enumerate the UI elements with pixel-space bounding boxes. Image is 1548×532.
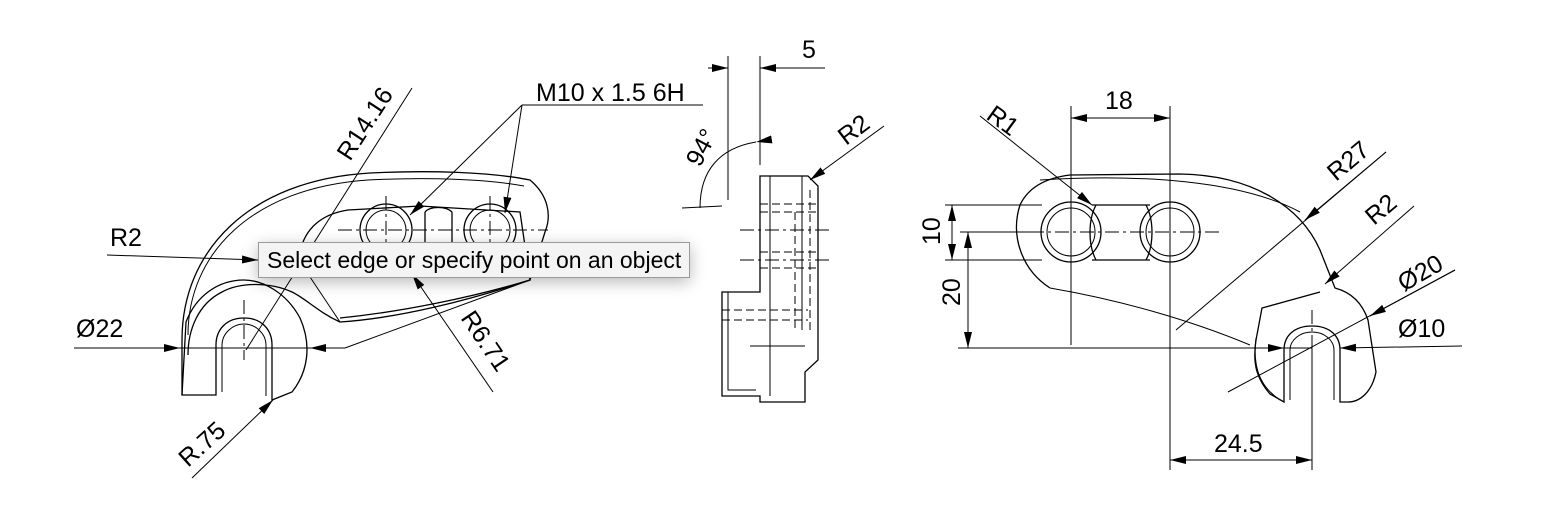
side-part-outline[interactable] — [721, 175, 819, 403]
label-r1: R1 — [981, 100, 1023, 141]
side-dimensions — [681, 64, 885, 209]
tooltip: Select edge or specify point on an objec… — [258, 242, 691, 278]
tooltip-text: Select edge or specify point on an objec… — [267, 247, 682, 273]
label-dim-18: 18 — [1105, 87, 1133, 115]
label-r075: R.75 — [173, 416, 231, 472]
label-angle-94: 94° — [681, 124, 723, 171]
left-dimensions — [74, 87, 703, 479]
label-d10: Ø10 — [1398, 315, 1445, 343]
label-r6-71: R6.71 — [455, 306, 516, 377]
left-slot[interactable] — [181, 279, 308, 401]
label-r2-side: R2 — [833, 109, 875, 151]
label-thread: M10 x 1.5 6H — [536, 79, 685, 107]
label-r2-right: R2 — [1360, 189, 1402, 231]
label-dim-20: 20 — [938, 278, 966, 306]
label-d20: Ø20 — [1393, 249, 1448, 297]
label-dim-10: 10 — [918, 217, 946, 245]
label-dim-24-5: 24.5 — [1214, 430, 1263, 458]
side-view[interactable] — [721, 56, 830, 403]
label-r2-left: R2 — [110, 224, 142, 252]
label-r27: R27 — [1322, 136, 1375, 187]
right-dimensions — [945, 106, 1463, 470]
label-dim-5: 5 — [802, 36, 816, 64]
right-view[interactable] — [1015, 173, 1377, 404]
label-d22: Ø22 — [76, 315, 123, 343]
right-part-outline[interactable] — [1015, 173, 1377, 404]
